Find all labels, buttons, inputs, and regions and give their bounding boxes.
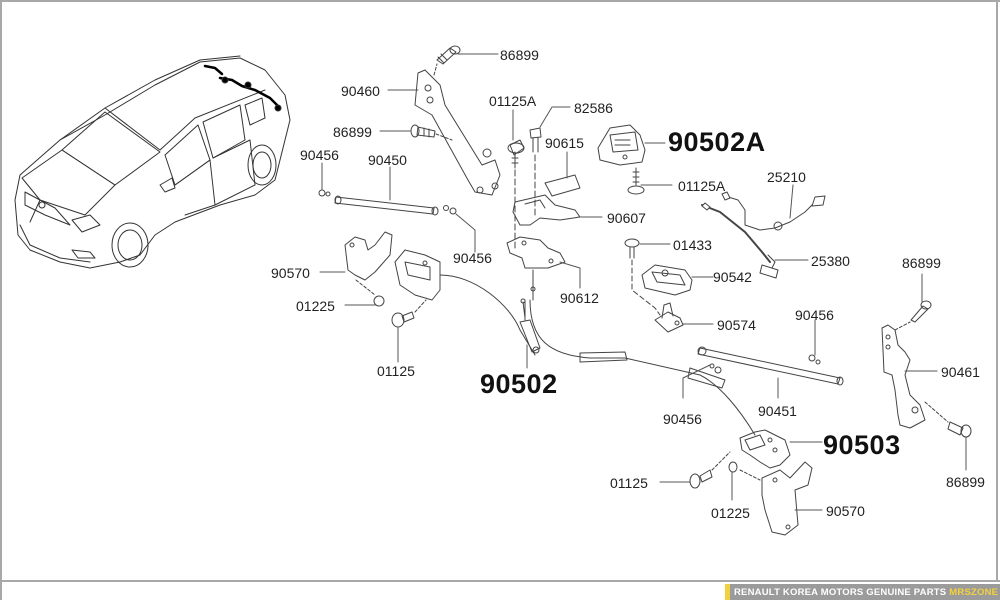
hinge-90460 <box>410 45 501 196</box>
part-callout-86899[interactable]: 86899 <box>902 255 941 271</box>
frame-border-left <box>0 0 2 600</box>
banner-label: RENAULT KOREA MOTORS GENUINE PARTS <box>734 586 947 598</box>
part-callout-86899[interactable]: 86899 <box>333 124 372 140</box>
part-callout-90574[interactable]: 90574 <box>717 317 756 333</box>
latch-right <box>689 429 813 536</box>
actuator-90502a <box>597 124 646 195</box>
ball-stud-icon <box>808 354 821 365</box>
part-callout-90542[interactable]: 90542 <box>713 269 752 285</box>
ball-stud-icon <box>318 189 331 197</box>
part-callout-90456[interactable]: 90456 <box>795 307 834 323</box>
part-callout-90570[interactable]: 90570 <box>271 265 310 281</box>
part-callout-82586[interactable]: 82586 <box>574 100 613 116</box>
banner-accent <box>725 584 730 600</box>
gas-strut-90451 <box>697 346 844 386</box>
part-callout-90450[interactable]: 90450 <box>368 152 407 168</box>
latch-left <box>344 231 756 436</box>
part-callout-01225[interactable]: 01225 <box>296 298 335 314</box>
leader-lines <box>319 53 967 511</box>
bolt-icon <box>410 124 436 138</box>
part-callout-90570[interactable]: 90570 <box>826 503 865 519</box>
part-callout-90456[interactable]: 90456 <box>663 411 702 427</box>
part-callout-90503[interactable]: 90503 <box>823 430 901 460</box>
lamp-assembly <box>624 238 693 333</box>
part-callout-01225[interactable]: 01225 <box>711 505 750 521</box>
part-callout-01125[interactable]: 01125 <box>610 475 648 491</box>
frame-border-top <box>0 0 1000 2</box>
bolt-icon <box>910 300 932 323</box>
part-callout-90451[interactable]: 90451 <box>758 403 797 419</box>
wiring-harness <box>701 191 826 279</box>
part-callout-90461[interactable]: 90461 <box>941 364 980 380</box>
ball-stud-icon <box>709 363 722 374</box>
frame-border-bottom <box>0 580 1000 582</box>
part-callout-90502a[interactable]: 90502A <box>668 127 766 157</box>
hinge-90461 <box>881 300 972 438</box>
part-callout-25380[interactable]: 25380 <box>811 253 850 269</box>
bolt-icon <box>436 45 461 65</box>
vehicle-illustration <box>14 55 291 269</box>
part-callout-90456[interactable]: 90456 <box>453 250 492 266</box>
part-callout-90615[interactable]: 90615 <box>545 135 584 151</box>
part-callout-25210[interactable]: 25210 <box>767 169 806 185</box>
part-callout-90607[interactable]: 90607 <box>607 210 646 226</box>
part-callout-90502[interactable]: 90502 <box>480 369 558 399</box>
part-callout-01125a[interactable]: 01125A <box>489 93 537 109</box>
bolt-icon <box>947 421 972 438</box>
frame-border-right <box>996 0 998 582</box>
part-callout-01125a[interactable]: 01125A <box>678 178 726 194</box>
part-callout-90460[interactable]: 90460 <box>341 83 380 99</box>
part-callout-86899[interactable]: 86899 <box>946 474 985 490</box>
gas-strut-90450 <box>318 189 457 216</box>
ball-stud-icon <box>443 205 457 215</box>
part-callout-01433[interactable]: 01433 <box>673 237 712 253</box>
part-callout-01125[interactable]: 01125 <box>377 363 415 379</box>
banner-brand[interactable]: MRSZONE <box>949 586 999 598</box>
part-callout-86899[interactable]: 86899 <box>500 47 539 63</box>
part-callout-90612[interactable]: 90612 <box>560 290 599 306</box>
handle-assembly <box>506 127 581 319</box>
part-callout-90456[interactable]: 90456 <box>300 147 339 163</box>
